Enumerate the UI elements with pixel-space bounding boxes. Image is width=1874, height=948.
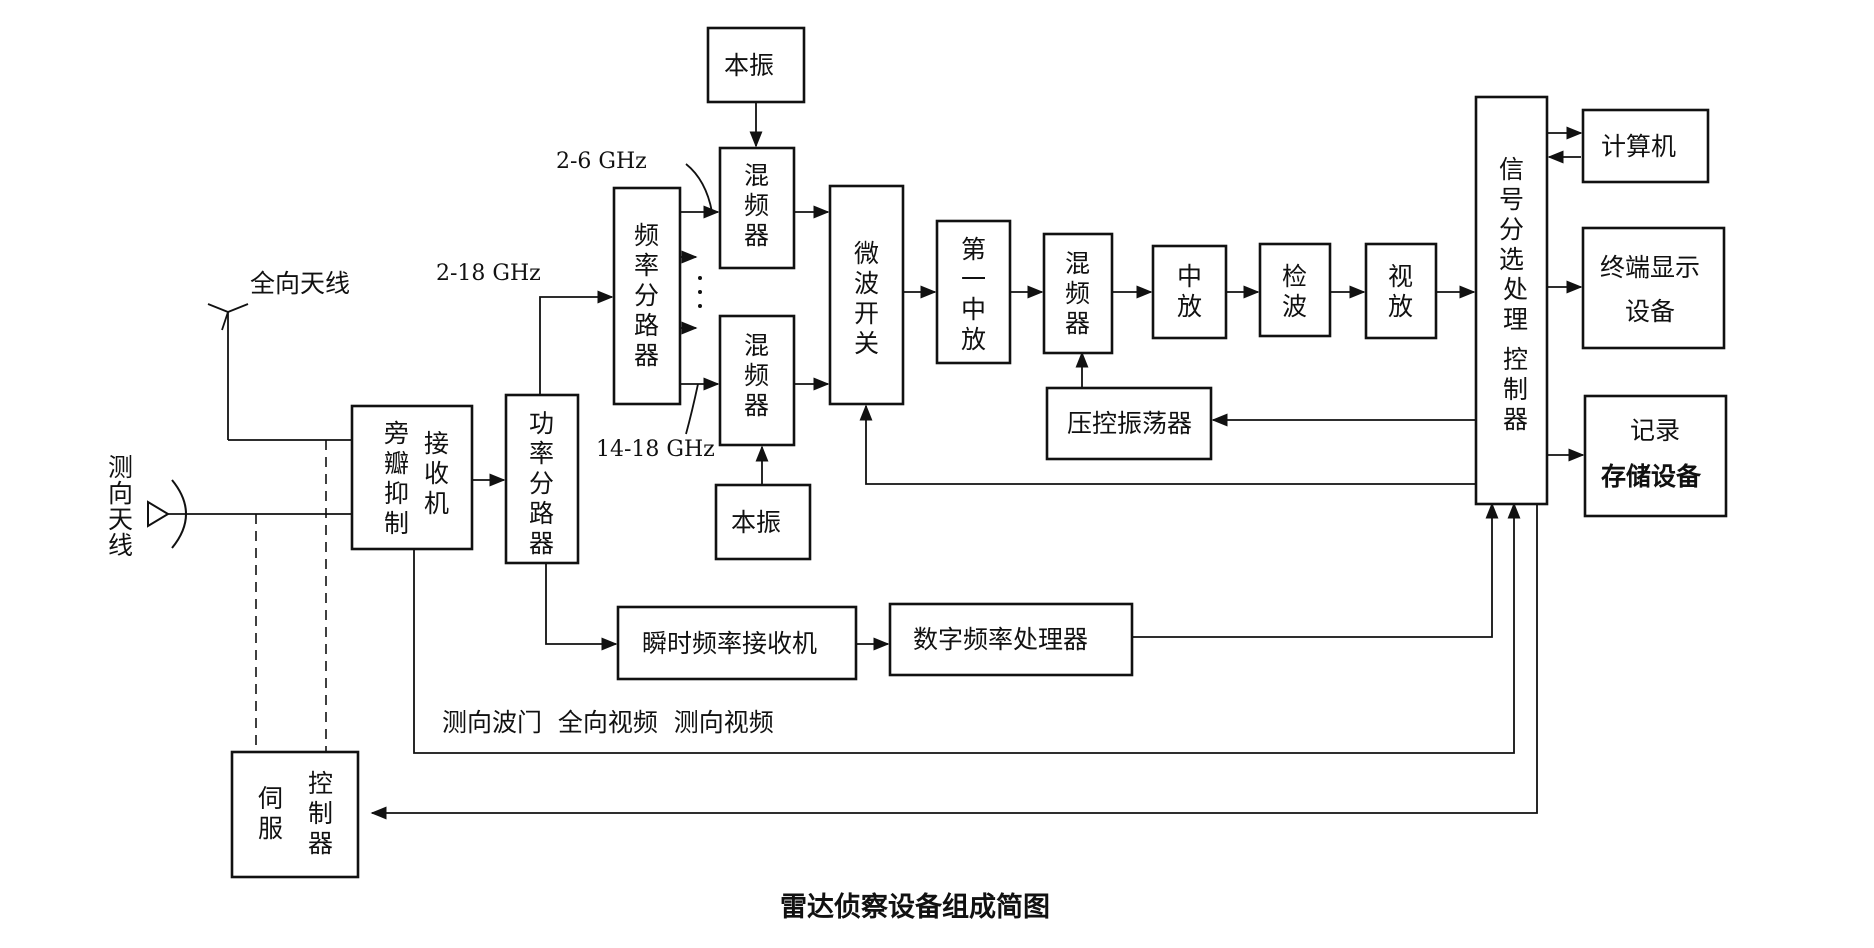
mw-switch-label: 微 波 开 关 <box>854 239 887 358</box>
first-if-label: 第 一 中 放 <box>961 235 994 354</box>
first-if-amplifier-block: 第 一 中 放 <box>935 219 1012 365</box>
signal-proc-label-col-1: 信 号 分 选 <box>1499 155 1532 274</box>
df-antenna-char-3: 天 <box>108 505 133 534</box>
df-antenna-char-1: 测 <box>108 453 133 482</box>
ifm-receiver-label: 瞬时频率接收机 <box>642 629 817 658</box>
signal-proc-label-col-2: 处 理 控 制 器 <box>1503 275 1536 434</box>
video-amplifier-block: 视 放 <box>1364 242 1438 340</box>
local-oscillator-bottom-block: 本振 <box>714 483 812 561</box>
video-bus-label: 测向波门 全向视频 测向视频 <box>442 708 774 737</box>
connection-lines <box>168 102 1585 820</box>
digital-proc-label: 数字频率处理器 <box>913 625 1088 654</box>
detector-block: 检 波 <box>1258 242 1332 338</box>
recording-storage-block: 记录 存储设备 <box>1583 394 1728 518</box>
computer-label: 计算机 <box>1601 132 1676 161</box>
servo-controller-block: 伺 服 控 制 器 <box>230 750 360 879</box>
band-label-14-18ghz: 14-18 GHz <box>596 437 715 462</box>
recorder-label: 记录 存储设备 <box>1601 416 1702 491</box>
servo-label: 伺 服 <box>258 784 291 843</box>
channel-ellipsis <box>698 276 702 308</box>
mixer-bottom-label: 混 频 器 <box>744 331 777 420</box>
mixer-main-block: 混 频 器 <box>1042 232 1114 355</box>
computer-block: 计算机 <box>1581 108 1710 184</box>
omni-antenna-label: 全向天线 <box>250 269 350 298</box>
lo-bottom-label: 本振 <box>731 508 781 537</box>
if-amplifier-block: 中 放 <box>1151 244 1228 340</box>
if-amp-label: 中 放 <box>1177 262 1210 321</box>
terminal-display-block: 终端显示 设备 <box>1581 226 1726 350</box>
band-label-2-18ghz: 2-18 GHz <box>436 261 541 286</box>
microwave-switch-block: 微 波 开 关 <box>828 184 905 406</box>
mixer-top-label: 混 频 器 <box>744 161 777 250</box>
mixer-main-label: 混 频 器 <box>1065 249 1098 338</box>
signal-processor-block: 信 号 分 选 处 理 控 制 器 <box>1474 95 1549 506</box>
diagram-caption: 雷达侦察设备组成简图 <box>780 891 1050 923</box>
video-amp-label: 视 放 <box>1388 262 1421 321</box>
df-antenna-char-4: 线 <box>108 531 133 560</box>
vco-block: 压控振荡器 <box>1045 386 1213 461</box>
power-divider-label: 功 率 分 路 器 <box>529 409 562 558</box>
power-divider-block: 功 率 分 路 器 <box>504 393 580 565</box>
df-antenna-char-2: 向 <box>108 479 133 508</box>
mixer-top-block: 混 频 器 <box>718 146 796 270</box>
detector-label: 检 波 <box>1282 262 1315 321</box>
band-label-2-6ghz: 2-6 GHz <box>556 149 647 174</box>
servo-ctrl-label: 控 制 器 <box>308 769 341 858</box>
ifm-receiver-block: 瞬时频率接收机 <box>616 605 858 681</box>
lo-top-label: 本振 <box>724 51 774 80</box>
omni-antenna: 全向天线 <box>207 269 350 440</box>
sidelobe-suppression-receiver-block: 旁 瓣 抑 制 接 收 机 <box>350 404 474 551</box>
df-antenna-label: 测 向 天 线 <box>108 453 141 560</box>
display-label: 终端显示 设备 <box>1600 253 1708 326</box>
freq-divider-label: 频 率 分 路 器 <box>634 221 667 370</box>
receiver-block-label: 接 收 机 <box>424 429 457 518</box>
digital-frequency-processor-block: 数字频率处理器 <box>888 602 1134 677</box>
frequency-divider-block: 频 率 分 路 器 <box>612 186 682 406</box>
sidelobe-block-label: 旁 瓣 抑 制 <box>384 419 417 538</box>
mixer-bottom-block: 混 频 器 <box>718 314 796 447</box>
df-antenna: 测 向 天 线 <box>108 453 187 560</box>
local-oscillator-top-block: 本振 <box>706 26 806 104</box>
vco-label: 压控振荡器 <box>1067 409 1192 438</box>
